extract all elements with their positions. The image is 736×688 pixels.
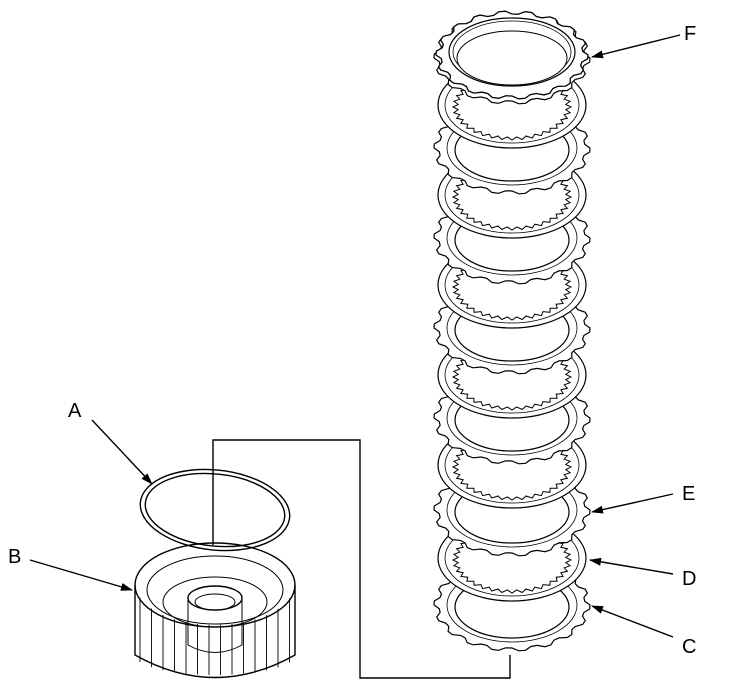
label-b: B [8,546,21,568]
clutch-disc-stack [433,10,591,652]
connector-line [212,439,511,679]
leader-d [589,557,674,575]
leader-f [591,34,681,59]
seal-ring [139,468,291,552]
label-a: A [68,400,82,422]
label-f: F [684,23,696,45]
top-ring [435,10,589,100]
leader-c [591,605,674,638]
label-e: E [682,483,695,505]
drum-splines [139,597,290,675]
clutch-drum [134,542,296,679]
label-d: D [682,568,696,590]
leader-a [91,419,153,485]
leader-b [29,559,133,591]
label-c: C [682,636,696,658]
leader-e [591,493,674,514]
